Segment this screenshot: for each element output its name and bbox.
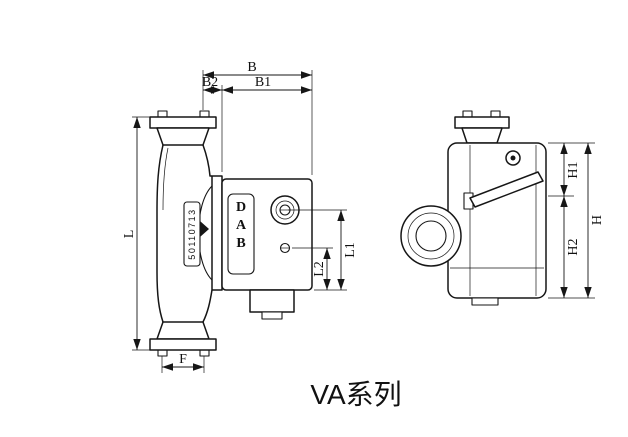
top-flange bbox=[149, 116, 217, 129]
pipe-inner-contour bbox=[162, 147, 169, 211]
top-flange-bolt-left bbox=[157, 110, 168, 118]
top-union-nut bbox=[156, 127, 210, 146]
side-union-nut bbox=[461, 127, 503, 144]
dim-b1-label: B1 bbox=[255, 75, 271, 90]
bottom-flange-bolt-right bbox=[199, 349, 210, 357]
front-view: DAB 50110713 bbox=[149, 110, 313, 357]
pipe-left-edge bbox=[156, 144, 164, 323]
dim-h-label: H bbox=[590, 215, 605, 225]
pipe-right-lower-edge bbox=[202, 289, 213, 323]
dim-f-label: F bbox=[179, 352, 187, 367]
front-dimensions: B B2 B1 L L1 L2 F bbox=[122, 60, 358, 373]
side-dimensions: H1 H2 H bbox=[548, 142, 605, 299]
bottom-flange bbox=[149, 338, 217, 351]
dim-b-label: B bbox=[247, 60, 256, 75]
dim-l2-label: L2 bbox=[312, 261, 327, 277]
side-flange-bolt-right bbox=[490, 110, 501, 118]
dim-l-label: L bbox=[122, 230, 137, 239]
serial-number: 50110713 bbox=[187, 208, 197, 259]
port-mid-ring bbox=[407, 212, 455, 260]
dim-b2-label: B2 bbox=[202, 75, 218, 90]
dim-h2-label: H2 bbox=[566, 238, 581, 255]
side-housing bbox=[447, 142, 547, 299]
flow-direction-marker bbox=[200, 221, 209, 237]
brand-badge bbox=[227, 193, 255, 275]
port-bore bbox=[415, 220, 447, 252]
top-flange-bolt-right bbox=[199, 110, 210, 118]
cable-gland bbox=[261, 311, 283, 320]
bottom-flange-bolt-left bbox=[157, 349, 168, 357]
side-flange-bolt-left bbox=[462, 110, 473, 118]
side-top-flange bbox=[454, 116, 510, 129]
release-lever bbox=[469, 171, 544, 208]
bottom-union-nut bbox=[156, 321, 210, 340]
bottom-step bbox=[471, 297, 499, 306]
housing-bolt-center bbox=[510, 155, 516, 161]
dim-h1-label: H1 bbox=[566, 161, 581, 178]
terminal-box bbox=[249, 289, 295, 313]
brand-logo: DAB bbox=[234, 200, 249, 254]
series-caption: VA系列 bbox=[310, 379, 401, 410]
pipe-right-upper-edge bbox=[202, 144, 212, 177]
side-view bbox=[400, 110, 547, 306]
motor-flange bbox=[211, 175, 223, 291]
dim-l1-label: L1 bbox=[343, 242, 358, 258]
